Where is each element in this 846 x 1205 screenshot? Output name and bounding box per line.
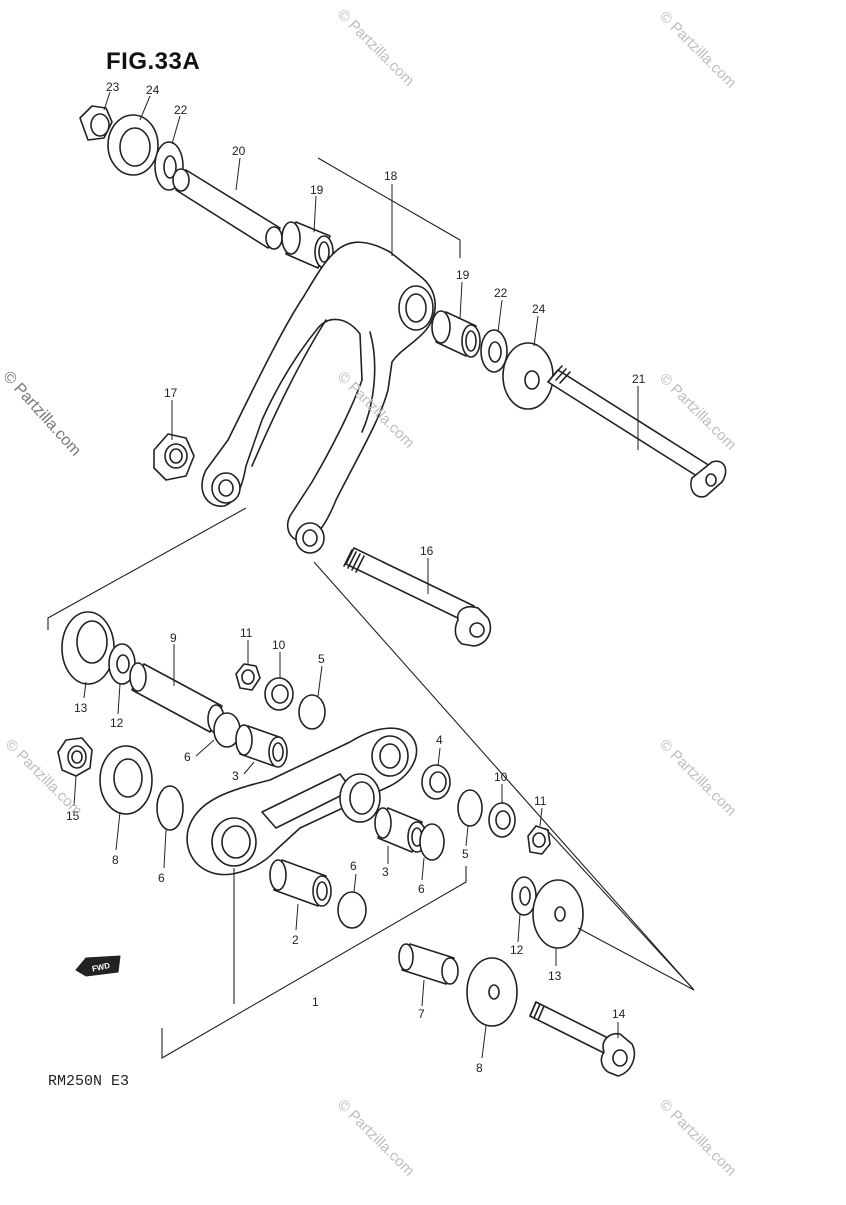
callout-3: 3 xyxy=(232,769,239,783)
callout-3: 3 xyxy=(382,865,389,879)
callout-22: 22 xyxy=(174,103,188,117)
part-21-bolt xyxy=(547,365,727,498)
callout-13: 13 xyxy=(74,701,88,715)
bracket-1 xyxy=(161,866,467,1059)
callout-19: 19 xyxy=(456,268,470,282)
callout-7: 7 xyxy=(418,1007,425,1021)
part-11-cap-left xyxy=(235,663,261,691)
callout-6: 6 xyxy=(184,750,191,764)
callout-6: 6 xyxy=(418,882,425,896)
callout-12: 12 xyxy=(510,943,524,957)
callout-14: 14 xyxy=(612,1007,626,1021)
part-5-ring-upper xyxy=(298,694,326,730)
part-3-bearing-left xyxy=(235,724,288,768)
part-3-bearing-right xyxy=(374,807,427,853)
callout-8: 8 xyxy=(112,853,119,867)
callout-5: 5 xyxy=(318,652,325,666)
guide-line-right-lower xyxy=(577,927,695,991)
part-18-rocker-arm xyxy=(201,241,436,554)
part-8-washer-left xyxy=(99,745,153,815)
callout-16: 16 xyxy=(420,544,434,558)
part-2-bearing xyxy=(269,859,332,907)
callout-12: 12 xyxy=(110,716,124,730)
part-10-seal-left xyxy=(264,677,294,711)
part-8-washer-right xyxy=(466,957,518,1027)
part-19-bearing-right xyxy=(431,310,481,358)
callout-6: 6 xyxy=(350,859,357,873)
part-16-bolt xyxy=(343,547,492,647)
forward-arrow-icon: FWD xyxy=(75,955,121,977)
callout-10: 10 xyxy=(494,770,508,784)
part-24-washer-upper xyxy=(107,114,159,176)
part-11-cap-right xyxy=(527,825,551,855)
callout-10: 10 xyxy=(272,638,286,652)
part-4-bushing xyxy=(421,764,451,800)
forward-label: FWD xyxy=(91,961,111,974)
part-24-washer-lower xyxy=(502,342,554,410)
part-22-seal-lower xyxy=(480,329,508,373)
bracket-18 xyxy=(317,157,461,258)
callout-17: 17 xyxy=(164,386,178,400)
callout-8: 8 xyxy=(476,1061,483,1075)
part-6-ring-b xyxy=(156,785,184,831)
callout-9: 9 xyxy=(170,631,177,645)
callout-1: 1 xyxy=(312,995,319,1009)
part-7-collar xyxy=(398,943,459,985)
part-23-nut xyxy=(79,105,113,141)
figure-title: FIG.33A xyxy=(106,48,201,75)
part-13-washer-left xyxy=(61,611,115,685)
part-10-seal-right xyxy=(488,802,516,838)
part-9-spacer xyxy=(129,662,225,734)
leader-lines xyxy=(73,91,639,1059)
part-6-ring-c xyxy=(419,823,445,861)
callout-5: 5 xyxy=(462,847,469,861)
callout-4: 4 xyxy=(436,733,443,747)
callout-numbers: 23 24 22 20 19 18 19 22 24 21 17 16 9 11… xyxy=(66,80,646,1075)
callout-23: 23 xyxy=(106,80,120,94)
part-6-ring-d xyxy=(337,891,367,929)
callout-15: 15 xyxy=(66,809,80,823)
part-20-spacer xyxy=(172,168,283,250)
part-12-seal-right xyxy=(511,876,537,916)
callout-13: 13 xyxy=(548,969,562,983)
part-17-nut xyxy=(153,433,195,481)
part-14-bolt xyxy=(529,1001,636,1077)
callout-18: 18 xyxy=(384,169,398,183)
part-19-bearing-left xyxy=(281,221,334,269)
model-code: RM250N E3 xyxy=(48,1073,130,1090)
callout-11: 11 xyxy=(534,794,547,808)
part-13-washer-right xyxy=(532,879,584,949)
callout-20: 20 xyxy=(232,144,246,158)
callout-11: 11 xyxy=(240,626,253,640)
callout-21: 21 xyxy=(632,372,646,386)
guide-line-upper-left xyxy=(47,507,247,630)
callout-24: 24 xyxy=(146,83,160,97)
callout-2: 2 xyxy=(292,933,299,947)
callout-24: 24 xyxy=(532,302,546,316)
callout-19: 19 xyxy=(310,183,324,197)
guide-line-right xyxy=(544,827,695,991)
part-5-ring-lower xyxy=(457,789,483,827)
guide-line-diagonal xyxy=(313,561,695,991)
part-15-nut xyxy=(57,737,93,777)
callout-22: 22 xyxy=(494,286,508,300)
part-1-cushion-rod xyxy=(186,727,418,876)
callout-6: 6 xyxy=(158,871,165,885)
